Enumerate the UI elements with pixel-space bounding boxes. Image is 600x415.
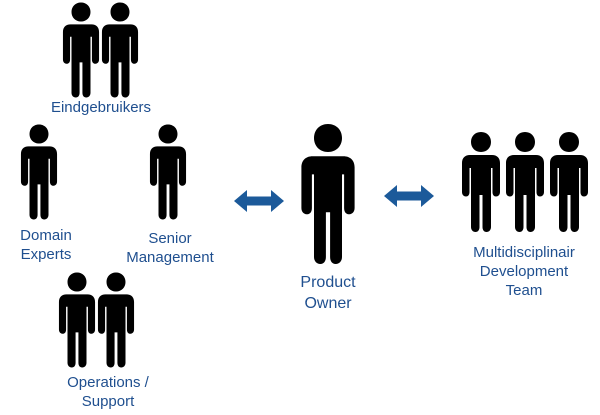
double-arrow-left-icon — [234, 190, 284, 212]
development-team-label: Multidisciplinair Development Team — [448, 243, 600, 300]
development-team-person-1-icon — [461, 132, 501, 232]
eindgebruikers-label: Eindgebruikers — [50, 99, 152, 116]
development-team-person-2-icon — [505, 132, 545, 232]
product-owner-label-line-1: Product — [300, 274, 356, 291]
product-owner-label: Product Owner — [283, 272, 373, 314]
development-team-label-line-1: Multidisciplinair — [473, 244, 575, 261]
senior-management-person-icon — [149, 124, 187, 220]
domain-experts-label-line-1: Domain — [20, 227, 72, 244]
senior-management-label-line-1: Senior — [148, 230, 192, 247]
eindgebruikers-person-2-icon — [101, 2, 139, 98]
senior-management-label: Senior Management — [114, 229, 226, 267]
operations-support-person-2-icon — [97, 272, 135, 368]
development-team-person-3-icon — [549, 132, 589, 232]
development-team-label-line-2: Development — [479, 263, 569, 280]
eindgebruikers-person-1-icon — [62, 2, 100, 98]
product-owner-label-line-2: Owner — [304, 295, 352, 312]
domain-experts-label: Domain Experts — [0, 226, 92, 264]
operations-support-person-1-icon — [58, 272, 96, 368]
domain-experts-person-icon — [20, 124, 58, 220]
domain-experts-label-line-2: Experts — [20, 246, 72, 263]
senior-management-label-line-2: Management — [126, 249, 214, 266]
development-team-label-line-3: Team — [505, 282, 543, 299]
double-arrow-right-icon — [384, 185, 434, 207]
operations-support-label-line-2: Support — [81, 393, 135, 410]
operations-support-label: Operations / Support — [50, 373, 166, 411]
operations-support-label-line-1: Operations / — [67, 374, 149, 391]
product-owner-person-icon — [300, 120, 356, 268]
